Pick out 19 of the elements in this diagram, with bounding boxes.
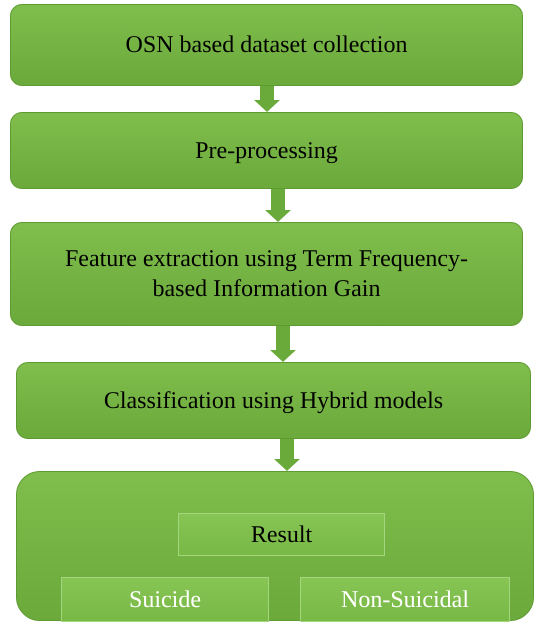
process-box [10,112,523,189]
box-label: Classification using Hybrid models [104,386,444,416]
box-label: Result [250,520,312,550]
result-box [61,577,269,622]
result-box [178,513,385,556]
process-box [10,4,523,86]
block-arrow [254,86,280,112]
block-arrow [265,189,291,222]
box-label: Feature extraction using Term Frequency-based Information Gain [64,245,470,304]
box-label: Suicide [129,586,201,614]
container-box [16,471,534,621]
block-arrow [274,439,300,471]
result-box [300,577,510,622]
block-arrow [270,326,296,362]
box-label: Pre-processing [195,136,338,166]
box-label: Non-Suicidal [341,586,469,614]
box-label: OSN based dataset collection [126,31,408,60]
process-box [10,222,523,326]
process-box [16,362,531,439]
